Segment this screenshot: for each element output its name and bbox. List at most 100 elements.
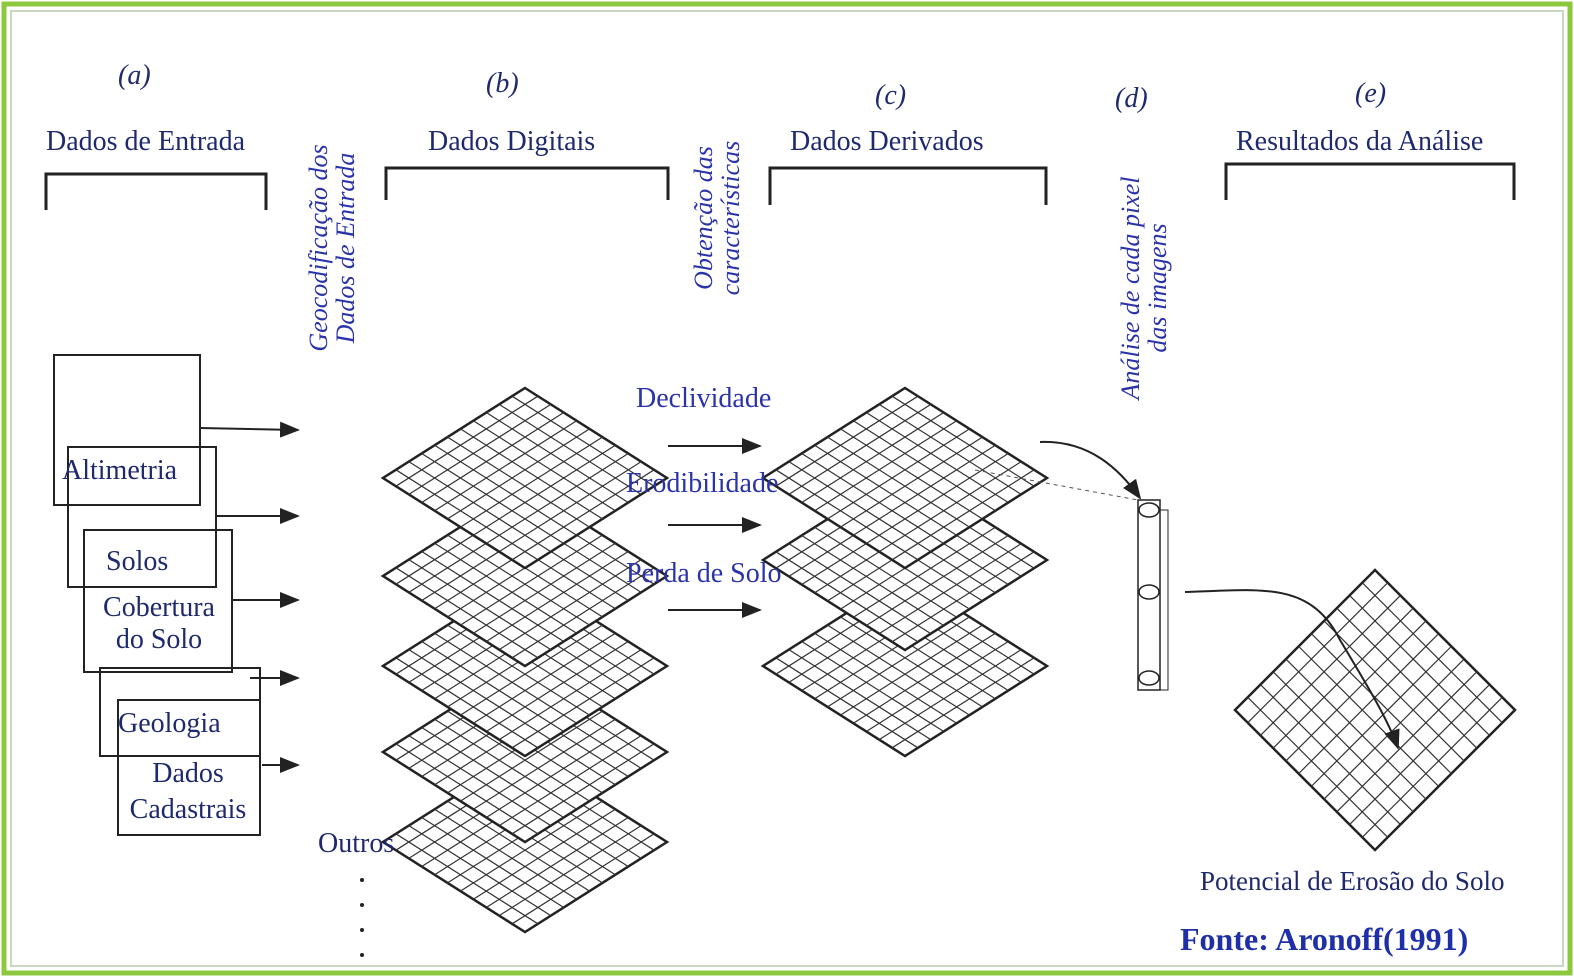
continuation-dot xyxy=(360,903,364,907)
digital-layer-grid-gridline xyxy=(485,452,629,544)
dados-cadastrais-line2: Cadastrais xyxy=(129,794,247,825)
derived-layer-grid-gridline xyxy=(865,452,1009,544)
derived-layer-grid-gridline xyxy=(814,632,957,724)
derived-layer-grid-gridline xyxy=(891,551,1035,643)
altimetria-label: Altimetria xyxy=(62,455,178,486)
column-b-letter: (b) xyxy=(486,68,519,99)
derived-layer-grid-gridline xyxy=(801,412,945,504)
digital-layer-grid-gridline xyxy=(395,743,539,835)
derived-layer-grid xyxy=(760,574,1050,758)
continuation-dot xyxy=(360,953,364,957)
cobertura-label: Cobertura do Solo xyxy=(86,594,232,654)
derived-layer-grid-gridline xyxy=(814,420,957,512)
digital-layer-grid-gridline xyxy=(498,735,642,827)
digital-layer-grid-gridline xyxy=(447,710,590,802)
digital-layer-grid-gridline xyxy=(473,808,616,900)
digital-layer-grid-gridline xyxy=(460,800,603,892)
digital-layer-grid-gridline xyxy=(511,395,655,487)
analysis-arrow xyxy=(1039,440,1142,500)
result-layer-grid-gridline xyxy=(1349,595,1490,736)
input-layer-box xyxy=(117,699,261,836)
result-layer-grid-gridline xyxy=(1310,645,1452,787)
digital-layer-grid-gridline xyxy=(485,412,629,504)
result-layer-grid-gridline xyxy=(1336,671,1478,813)
pixel-cell xyxy=(1138,502,1160,518)
digital-layer-grid-gridline xyxy=(395,469,539,561)
column-e-title: Resultados da Análise xyxy=(1236,126,1484,157)
digital-layer-grid-gridline xyxy=(511,567,655,659)
heading-bracket xyxy=(768,166,1048,205)
perda-de-solo-label: Perda de Solo xyxy=(626,558,782,589)
derived-layer-grid-gridline xyxy=(775,469,919,561)
erodibilidade-label: Erodibilidade xyxy=(626,468,779,499)
geologia-label: Geologia xyxy=(118,708,221,739)
digital-layer-grid-gridline xyxy=(408,825,552,917)
input-layer-box xyxy=(83,529,233,673)
digital-layer-grid-gridline xyxy=(485,726,629,818)
digital-layer-grid-gridline xyxy=(434,444,577,536)
result-layer-grid-gridline xyxy=(1260,684,1401,825)
digital-layer-grid-gridline xyxy=(498,825,642,917)
derived-layer-grid-gridline xyxy=(788,461,932,553)
derived-layer-grid-gridline xyxy=(891,469,1035,561)
cobertura-label-line1: Cobertura xyxy=(103,592,215,623)
digital-layer-grid-gridline xyxy=(421,550,565,642)
digital-layer-grid-gridline xyxy=(498,461,642,553)
declividade-label: Declividade xyxy=(636,383,772,414)
result-label: Potencial de Erosão do Solo xyxy=(1200,866,1505,896)
digital-layer-grid-gridline xyxy=(498,559,642,651)
result-layer-grid-gridline xyxy=(1272,607,1414,749)
column-d-letter: (d) xyxy=(1115,83,1148,114)
derived-layer-grid-gridline xyxy=(775,551,919,643)
result-layer-grid-gridline xyxy=(1361,582,1503,724)
result-layer-grid-gridline xyxy=(1361,696,1503,838)
result-layer-grid-gridline xyxy=(1285,658,1427,800)
derived-layer-grid-gridline xyxy=(878,543,1022,635)
derived-layer-grid-gridline xyxy=(840,616,983,708)
derived-layer-grid-gridline xyxy=(853,632,996,724)
column-c-letter: (c) xyxy=(875,80,907,111)
digital-layer-grid-gridline xyxy=(511,833,655,925)
column-a-letter: (a) xyxy=(118,60,151,91)
extraction-label-line2: características xyxy=(716,140,746,296)
digital-layer-grid-gridline xyxy=(460,534,603,626)
result-layer-grid-gridline xyxy=(1323,620,1465,762)
derived-layer-grid-gridline xyxy=(827,624,970,716)
column-a-title: Dados de Entrada xyxy=(46,126,246,157)
extraction-label: Obtenção das características xyxy=(689,98,750,338)
derived-layer-grid xyxy=(760,386,1050,570)
result-layer-grid-gridline xyxy=(1298,633,1440,775)
digital-layer-grid-gridline xyxy=(408,403,552,495)
analysis-label: Análise de cada pixel das imagens xyxy=(1116,138,1183,438)
digital-layer-grid-gridline xyxy=(498,649,642,741)
cobertura-label-line2: do Solo xyxy=(115,624,203,655)
geocoding-arrow xyxy=(199,421,300,438)
result-layer-grid-gridline xyxy=(1349,684,1490,825)
input-layer-outline xyxy=(117,699,261,836)
digital-layer-grid-gridline xyxy=(473,718,616,810)
digital-layer-grid-gridline xyxy=(460,436,603,528)
derived-layer-grid-gridline xyxy=(891,657,1035,749)
result-layer-grid-gridline xyxy=(1247,582,1389,724)
derived-layer-grid-gridline xyxy=(865,412,1009,504)
digital-layer-grid-gridline xyxy=(434,718,577,810)
digital-layer-grid-gridline xyxy=(421,640,565,732)
geocoding-label-line2: Dados de Entrada xyxy=(331,152,361,344)
analysis-label-line1: Análise de cada pixel xyxy=(1116,176,1145,400)
derived-layer-grid-gridline xyxy=(865,534,1009,626)
digital-layer-grid-gridline xyxy=(421,816,565,908)
derived-layer-grid-gridline xyxy=(840,428,983,520)
derived-layer-grid-gridline xyxy=(853,444,996,536)
derived-layer-grid-gridline xyxy=(827,428,970,520)
digital-layer-grid-gridline xyxy=(460,624,603,716)
column-b-title: Dados Digitais xyxy=(428,126,596,157)
derived-layer-grid-gridline xyxy=(891,395,1035,487)
derived-layer-grid-gridline xyxy=(840,436,983,528)
digital-layer-grid-gridline xyxy=(434,420,577,512)
solos-label: Solos xyxy=(106,546,169,577)
result-layer-grid-gridline xyxy=(1272,671,1414,813)
digital-layer-grid-gridline xyxy=(485,816,629,908)
result-layer-grid-gridline xyxy=(1260,595,1401,736)
derived-layer-grid-gridline xyxy=(853,420,996,512)
